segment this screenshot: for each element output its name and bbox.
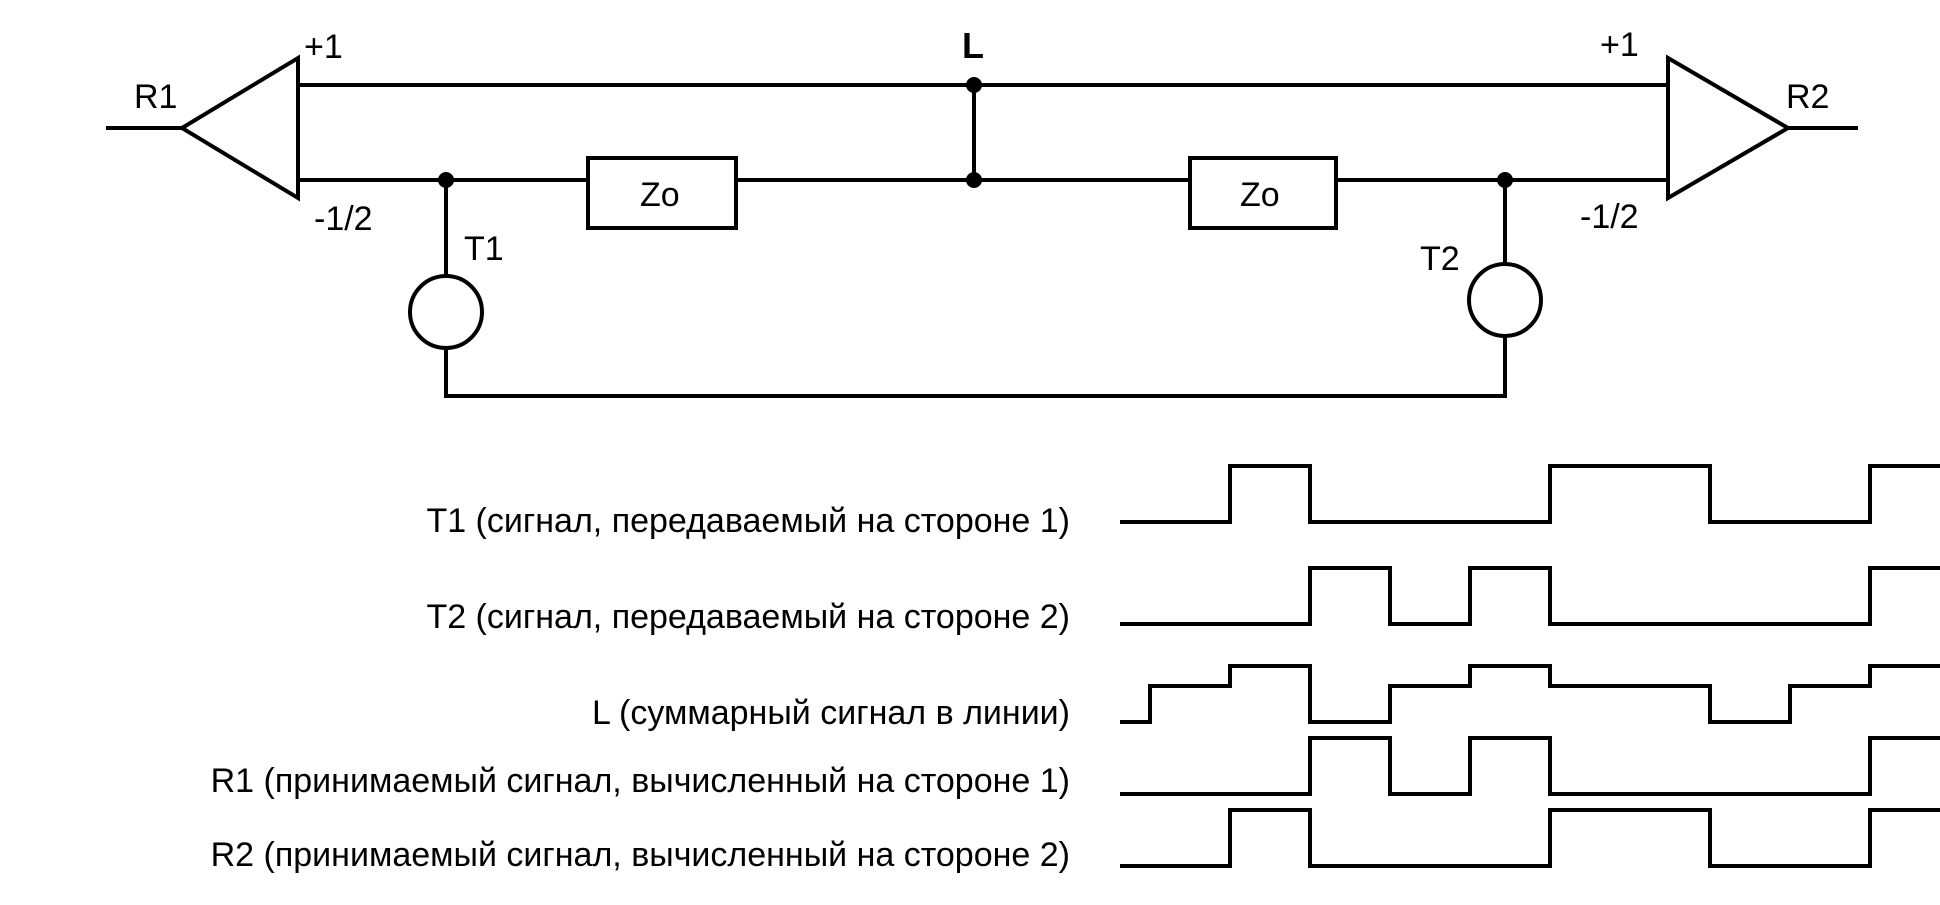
waveform-r1 (1120, 736, 1940, 796)
impedance-left-label: Zo (640, 176, 680, 214)
r2-amplifier (1666, 54, 1792, 202)
gain-neg-right-label: -1/2 (1580, 198, 1639, 236)
receiver-left-label: R1 (134, 78, 177, 116)
impedance-right-label: Zo (1240, 176, 1280, 214)
signal-label-t2: T2 (сигнал, передаваемый на стороне 2) (426, 598, 1070, 636)
circuit: L R1 R2 +1 +1 -1/2 -1/2 Zo Zo T1 T2 (106, 25, 1858, 398)
source-left-label: T1 (464, 230, 504, 268)
timing-diagram: T1 (сигнал, передаваемый на стороне 1) T… (211, 464, 1940, 874)
impedance-right (1188, 156, 1338, 230)
signal-label-r2: R2 (принимаемый сигнал, вычисленный на с… (211, 836, 1070, 874)
junction-dot (966, 172, 982, 188)
source-t2 (1467, 262, 1543, 338)
signal-label-t1: T1 (сигнал, передаваемый на стороне 1) (426, 502, 1070, 540)
waveform-r2 (1120, 808, 1940, 868)
line-node-label: L (962, 25, 984, 66)
signal-label-r1: R1 (принимаемый сигнал, вычисленный на с… (211, 762, 1070, 800)
r1-amplifier (178, 54, 300, 202)
source-t1 (408, 274, 484, 350)
gain-pos-left-label: +1 (304, 28, 343, 66)
signal-label-l: L (суммарный сигнал в линии) (592, 694, 1070, 732)
gain-neg-left-label: -1/2 (314, 200, 373, 238)
junction-dot (966, 77, 982, 93)
source-right-label: T2 (1420, 240, 1460, 278)
gain-pos-right-label: +1 (1600, 26, 1639, 64)
receiver-right-label: R2 (1786, 78, 1829, 116)
waveform-l (1120, 664, 1940, 724)
waveform-t1 (1120, 464, 1940, 524)
waveform-t2 (1120, 566, 1940, 626)
junction-dot (438, 172, 454, 188)
junction-dot (1497, 172, 1513, 188)
impedance-left (586, 156, 738, 230)
